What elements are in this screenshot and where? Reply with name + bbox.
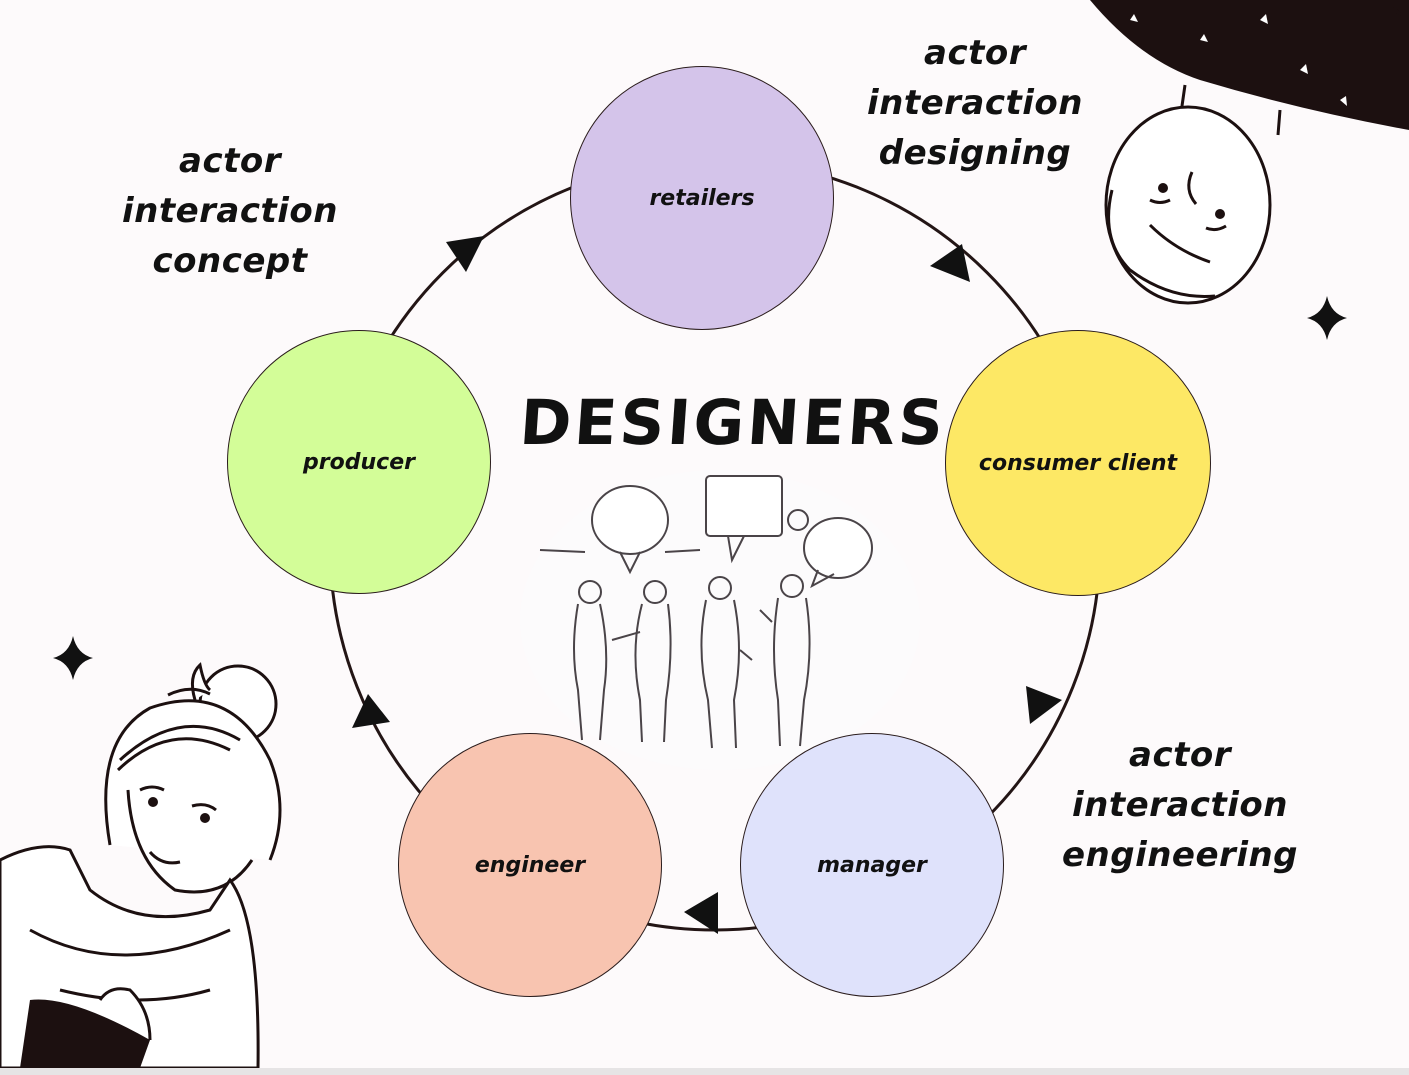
caption-line: interaction (121, 191, 338, 231)
character-bottom-left-illustration (0, 662, 282, 1070)
node-producer: producer (227, 330, 491, 594)
node-consumer-client: consumer client (945, 330, 1211, 596)
caption-line: actor (924, 33, 1026, 73)
caption-line: actor (1129, 735, 1231, 775)
caption-line: engineering (1061, 835, 1299, 875)
node-retailers: retailers (570, 66, 834, 330)
arrow-producer-to-retailers (446, 236, 484, 272)
node-label: manager (817, 852, 927, 878)
bottom-border (0, 1068, 1409, 1075)
caption-line: interaction (866, 83, 1083, 123)
node-label: engineer (474, 852, 586, 878)
sparkle-icon (53, 636, 93, 680)
arrow-consumer-to-manager (1026, 686, 1062, 724)
diagram-title: DESIGNERS (517, 386, 949, 459)
caption-line: designing (878, 133, 1072, 173)
caption-actor-interaction-designing: actor interaction designing (855, 28, 1095, 178)
node-label: producer (303, 449, 415, 475)
arrow-manager-to-engineer (684, 892, 718, 934)
caption-line: concept (152, 241, 308, 281)
caption-line: interaction (1071, 785, 1288, 825)
node-manager: manager (740, 733, 1004, 997)
arrow-retailers-to-consumer (930, 244, 970, 282)
caption-line: actor (179, 141, 281, 181)
character-top-right-illustration (1090, 0, 1409, 305)
caption-actor-interaction-concept: actor interaction concept (110, 136, 350, 286)
people-talking-illustration (520, 470, 920, 770)
caption-actor-interaction-engineering: actor interaction engineering (1055, 730, 1305, 880)
node-label: consumer client (978, 450, 1178, 476)
node-label: retailers (649, 185, 755, 211)
arrow-engineer-to-producer (352, 694, 390, 728)
sparkle-icon (1307, 296, 1347, 340)
node-engineer: engineer (398, 733, 662, 997)
